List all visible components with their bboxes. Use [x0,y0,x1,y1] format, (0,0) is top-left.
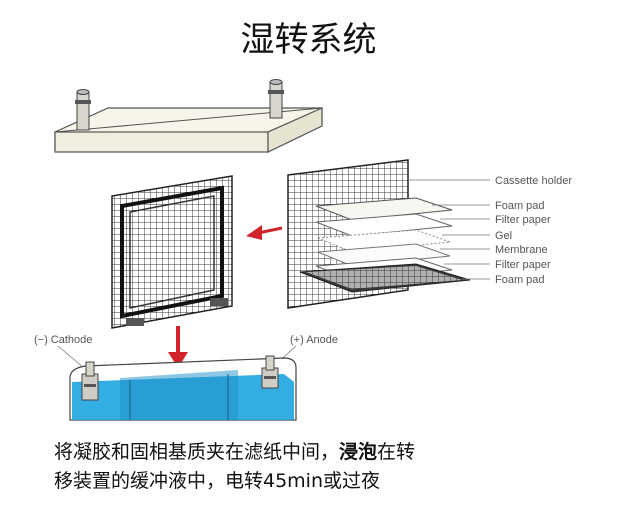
label-foam-pad-bottom: Foam pad [495,274,545,286]
label-gel: Gel [495,230,512,242]
caption-text-1: 将凝胶和固相基质夹在滤纸中间， [54,441,340,463]
lid-post-right [268,79,284,119]
label-anode: (+) Anode [290,334,338,346]
label-filter-paper-top: Filter paper [495,214,551,226]
caption-text-2: 在转 [377,441,416,463]
lid-post-left [75,89,91,131]
layer-membrane [317,243,451,267]
page-title: 湿转系统 [240,20,377,60]
caption-emphasis: 浸泡 [339,441,378,463]
label-leaders [408,179,490,280]
cathode-post [81,361,99,401]
caption-line-1: 将凝胶和固相基质夹在滤纸中间，浸泡在转 [54,438,574,467]
lower-arrow [168,326,188,368]
layer-foam-pad-top [315,197,453,221]
tank-lid [54,107,323,153]
assembled-cassette [111,175,233,329]
layer-filter-paper-top [315,213,453,237]
insert-arrow [246,225,283,240]
caption-line-2: 移装置的缓冲液中，电转45min或过夜 [54,470,381,492]
label-cathode: (−) Cathode [34,334,92,346]
label-cassette-holder: Cassette holder [495,175,572,187]
caption: 将凝胶和固相基质夹在滤纸中间，浸泡在转 移装置的缓冲液中，电转45min或过夜 [54,438,574,496]
layer-gel [317,229,451,253]
layer-foam-pad-bottom [299,263,471,293]
buffer-tank [69,357,297,421]
label-foam-pad-top: Foam pad [495,200,545,212]
label-filter-paper-bottom: Filter paper [495,259,551,271]
anode-post [261,355,279,389]
label-membrane: Membrane [495,244,548,256]
